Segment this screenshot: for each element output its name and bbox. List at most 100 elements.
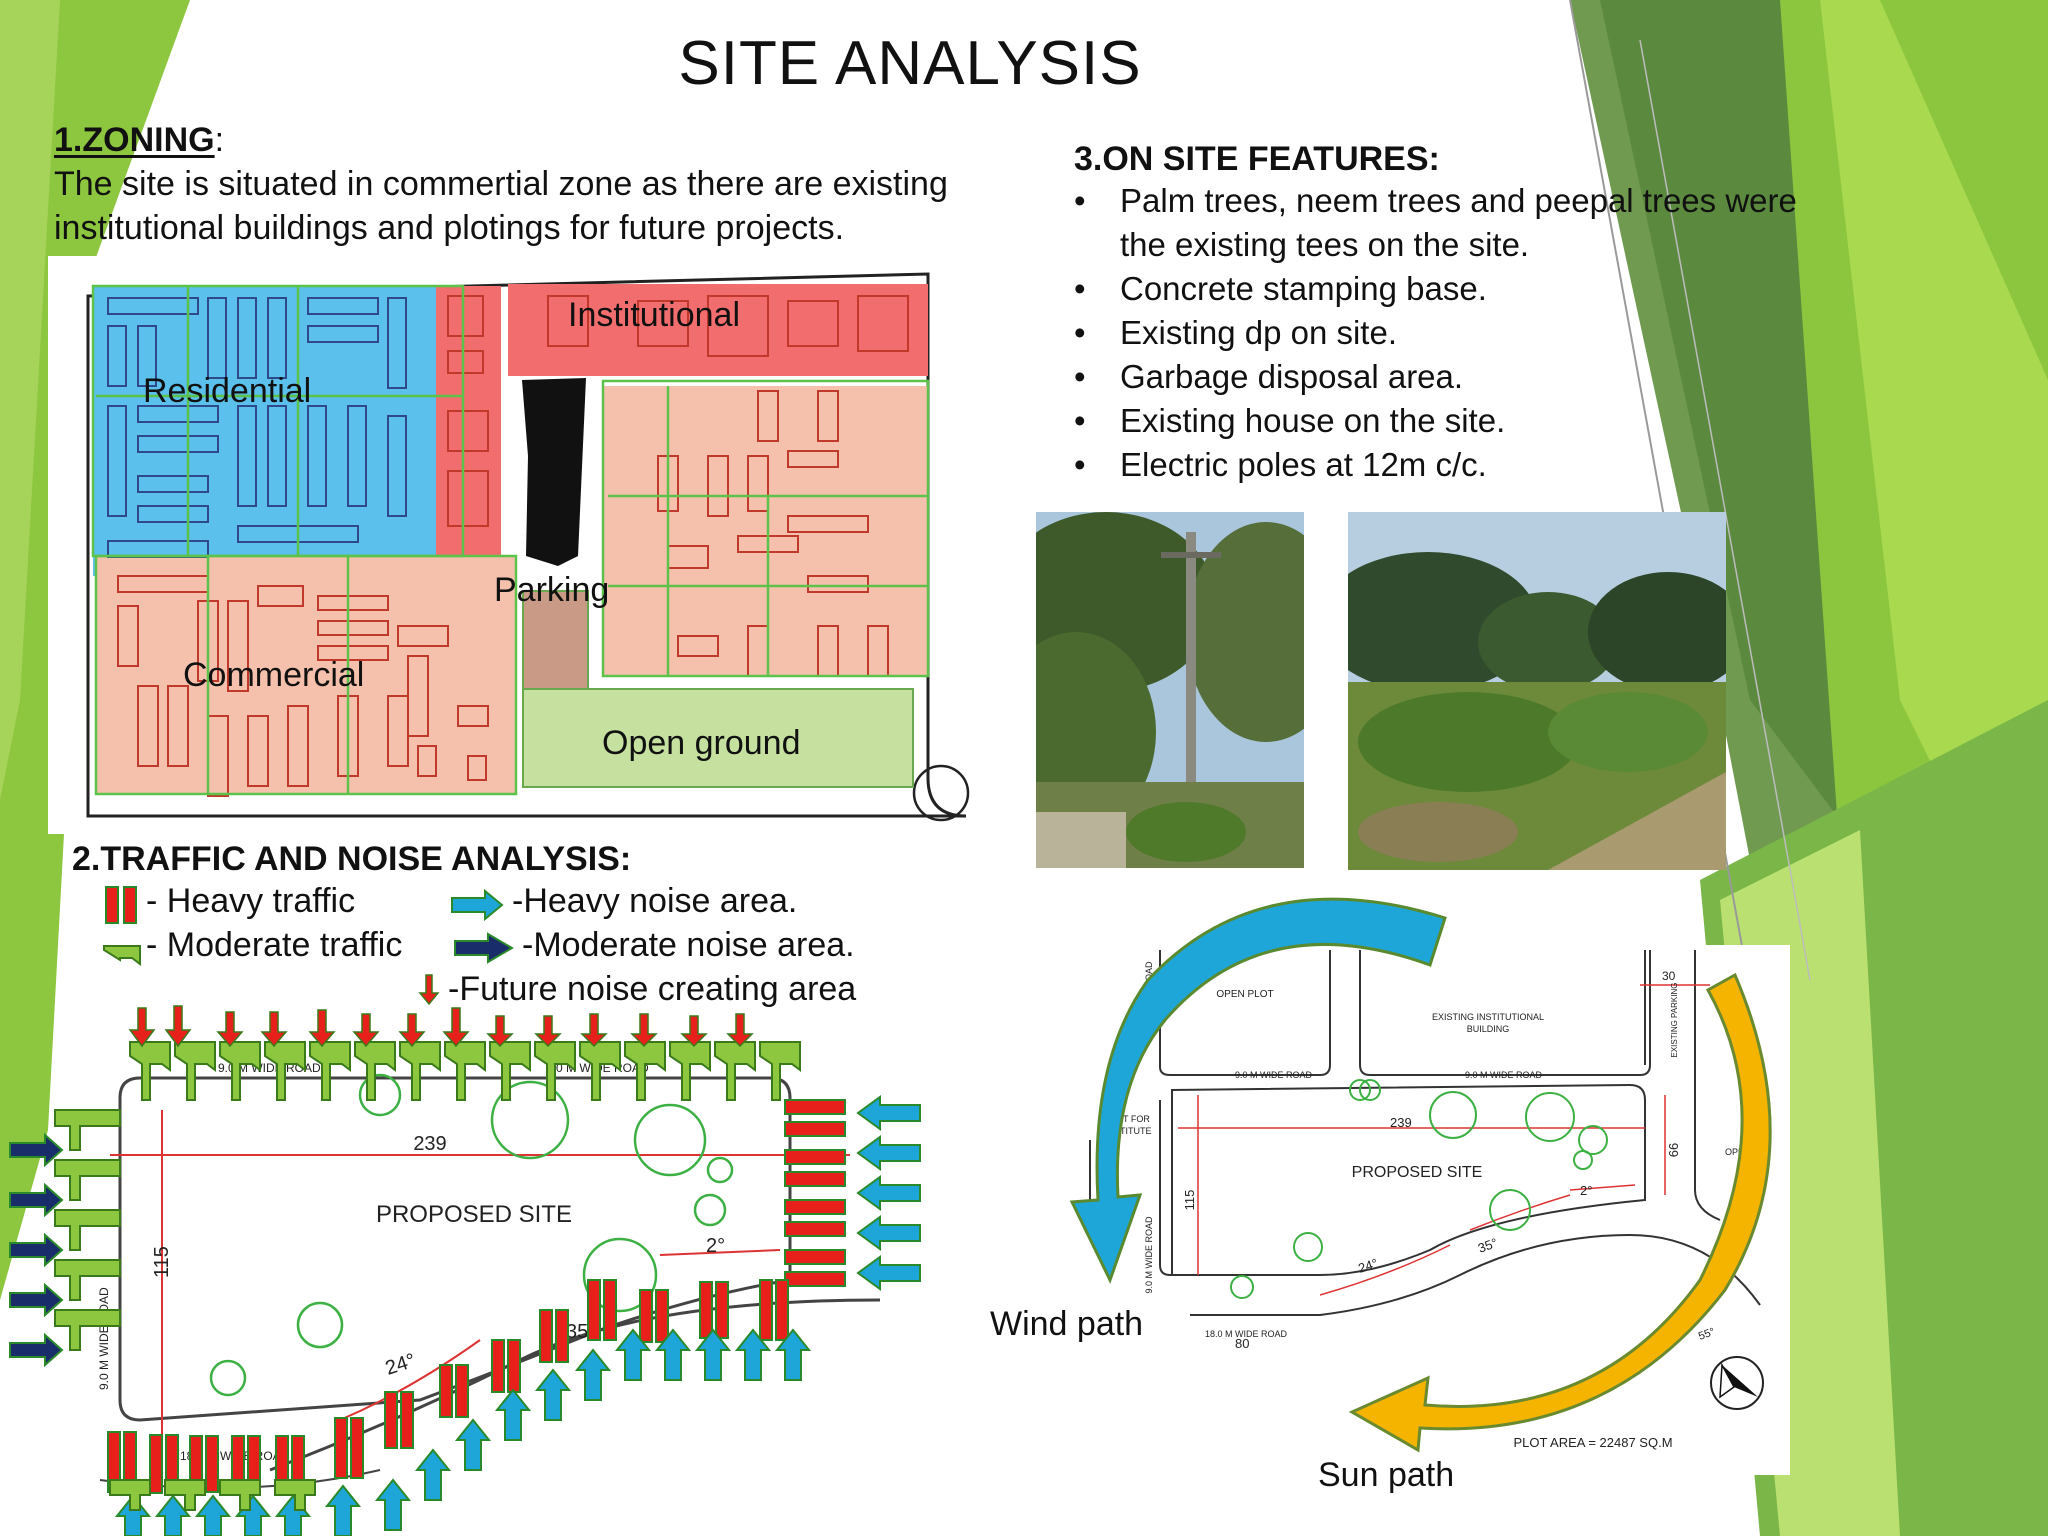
north-arrow-icon bbox=[1710, 1356, 1764, 1410]
label-road-bottom: 18.0 M WIDE ROAD bbox=[1205, 1329, 1288, 1339]
angle-55-label: 55° bbox=[1697, 1326, 1717, 1343]
future-noise-arrows bbox=[128, 1005, 754, 1048]
feature-item: • Concrete stamping base. bbox=[1074, 267, 1834, 311]
angle-35-label: 35° bbox=[1476, 1235, 1500, 1256]
legend-future-noise: -Future noise creating area bbox=[448, 970, 857, 1008]
heavy-traffic-right-stack bbox=[784, 1099, 846, 1287]
traffic-plan-drawing: 239 115 PROPOSED SITE 2° 24° 35° 9.0 M W… bbox=[9, 1005, 921, 1536]
zone-label-parking: Parking bbox=[494, 571, 610, 609]
label-institute: INSTITUTE bbox=[1105, 1126, 1152, 1136]
site-corner-circle bbox=[912, 764, 970, 822]
zone-open-ground bbox=[522, 688, 914, 788]
traffic-plan: 239 115 PROPOSED SITE 2° 24° 35° 9.0 M W… bbox=[0, 1000, 960, 1536]
bullet-dot: • bbox=[1074, 358, 1086, 395]
bullet-dot: • bbox=[1074, 446, 1086, 483]
legend-heavy-traffic: - Heavy traffic bbox=[146, 882, 356, 920]
features-heading: 3.ON SITE FEATURES: bbox=[1074, 140, 1440, 178]
moderate-traffic-top-row bbox=[129, 1041, 801, 1101]
legend-moderate-noise: -Moderate noise area. bbox=[522, 926, 855, 964]
plan-outlines bbox=[1089, 950, 1761, 1316]
angle-24-label: 24° bbox=[1356, 1256, 1379, 1276]
label-open-plot: OPEN PLOT bbox=[1216, 989, 1273, 1000]
feature-text: Existing dp on site. bbox=[1120, 314, 1397, 351]
dim-239-label: 239 bbox=[1390, 1115, 1412, 1130]
zoning-heading: 1.ZONING bbox=[54, 121, 215, 159]
sun-path-label: Sun path bbox=[1318, 1456, 1455, 1494]
zone-commercial-right bbox=[603, 386, 928, 676]
right-diagonal-line-2 bbox=[1639, 39, 1811, 981]
moderate-traffic-bottom bbox=[109, 1479, 316, 1511]
angle-arc-24 bbox=[339, 1339, 481, 1421]
dim-115-label: 115 bbox=[1182, 1190, 1197, 1211]
label-existing-parking: EXISTING PARKING bbox=[1670, 983, 1679, 1058]
dim-30-label: 30 bbox=[1662, 969, 1676, 983]
bullet-dot: • bbox=[1074, 270, 1086, 307]
label-road-left-1: 9.0 M WIDE ROAD bbox=[1144, 961, 1154, 1039]
bullet-dot: • bbox=[1074, 182, 1086, 219]
feature-item: •Existing house on the site. bbox=[1074, 399, 1834, 443]
residential-blocks bbox=[107, 297, 407, 558]
features-list: • Palm trees, neem trees and peepal trees… bbox=[1074, 179, 1834, 487]
plot-area-label: PLOT AREA = 22487 SQ.M bbox=[1513, 1435, 1672, 1450]
page-title: SITE ANALYSIS bbox=[678, 29, 1142, 98]
zone-institutional-strip bbox=[436, 286, 501, 576]
zone-label-commercial: Commercial bbox=[183, 656, 365, 694]
left-green-band-light bbox=[0, 0, 60, 800]
label-existing-institutional: EXISTING INSTITUTIONAL bbox=[1432, 1012, 1544, 1022]
feature-text: Palm trees, neem trees and peepal trees … bbox=[1120, 182, 1797, 263]
heavy-noise-right-arrows bbox=[856, 1095, 921, 1291]
hatched-black-area bbox=[522, 378, 586, 566]
bullet-dot: • bbox=[1074, 314, 1086, 351]
photo-drawing-2 bbox=[1348, 512, 1726, 870]
label-open-plot-right: OPEN P bbox=[1725, 1147, 1759, 1157]
feature-item: • Palm trees, neem trees and peepal trees… bbox=[1074, 179, 1834, 267]
zone-label-institutional: Institutional bbox=[568, 296, 740, 334]
zoning-description-line2: institutional buildings and plotings for… bbox=[54, 209, 845, 247]
zoning-plan: Residential Institutional Parking Commer… bbox=[48, 256, 983, 834]
tree-circles bbox=[209, 1073, 734, 1397]
plan-dimensions bbox=[1178, 984, 1710, 1296]
left-green-band bbox=[0, 0, 190, 1300]
feature-item: • Garbage disposal area. bbox=[1074, 355, 1834, 399]
legend-moderate-traffic: - Moderate traffic bbox=[146, 926, 403, 964]
label-road-left-2: 9.0 M WIDE ROAD bbox=[1144, 1216, 1154, 1294]
dim-115-label: 115 bbox=[151, 1246, 173, 1278]
feature-text: Electric poles at 12m c/c. bbox=[1120, 446, 1487, 483]
green-plot-lines bbox=[91, 284, 930, 796]
proposed-site-label: PROPOSED SITE bbox=[376, 1201, 572, 1228]
feature-item: • Existing dp on site. bbox=[1074, 311, 1834, 355]
angle-2-label: 2° bbox=[1580, 1183, 1592, 1198]
zoning-heading-line: 1.ZONING: bbox=[54, 118, 1054, 162]
moderate-traffic-left-column bbox=[54, 1109, 121, 1351]
feature-item: • Electric poles at 12m c/c. bbox=[1074, 443, 1834, 487]
zone-residential bbox=[93, 286, 463, 576]
heavy-noise-up-arrows bbox=[114, 1328, 812, 1536]
label-plot-for: PLOT FOR bbox=[1105, 1114, 1150, 1124]
road-left-label: 9.0 M WIDE ROAD bbox=[97, 1287, 111, 1390]
zone-commercial-left bbox=[96, 556, 516, 794]
dim-80-label: 80 bbox=[1235, 1336, 1249, 1351]
traffic-heading: 2.TRAFFIC AND NOISE ANALYSIS: bbox=[72, 840, 632, 878]
plan-tree-circles bbox=[1230, 1079, 1608, 1299]
site-photo-electric-pole bbox=[1036, 512, 1304, 868]
zone-label-open-ground: Open ground bbox=[602, 724, 801, 762]
label-road-top-1: 9.0 M WIDE ROAD bbox=[1235, 1070, 1313, 1080]
dim-239-label: 239 bbox=[413, 1133, 446, 1155]
wind-path-label: Wind path bbox=[990, 1305, 1144, 1343]
label-building: BUILDING bbox=[1467, 1024, 1510, 1034]
feature-text: Concrete stamping base. bbox=[1120, 270, 1487, 307]
photo-drawing-1 bbox=[1036, 512, 1304, 868]
climate-plan-drawing: OPEN PLOT EXISTING INSTITUTIONAL BUILDIN… bbox=[1089, 950, 1764, 1450]
angle-2-label: 2° bbox=[706, 1235, 725, 1257]
proposed-site-label: PROPOSED SITE bbox=[1352, 1164, 1483, 1181]
site-photo-vegetation bbox=[1348, 512, 1726, 870]
label-road-top-2: 9.0 M WIDE ROAD bbox=[1465, 1070, 1543, 1080]
zoning-plan-drawing bbox=[86, 272, 970, 822]
climate-plan: OPEN PLOT EXISTING INSTITUTIONAL BUILDIN… bbox=[1070, 945, 1790, 1475]
zoning-section-text: 1.ZONING: The site is situated in commer… bbox=[54, 118, 1054, 250]
feature-text: Existing house on the site. bbox=[1120, 402, 1506, 439]
feature-text: Garbage disposal area. bbox=[1120, 358, 1464, 395]
legend-heavy-noise: -Heavy noise area. bbox=[512, 882, 798, 920]
